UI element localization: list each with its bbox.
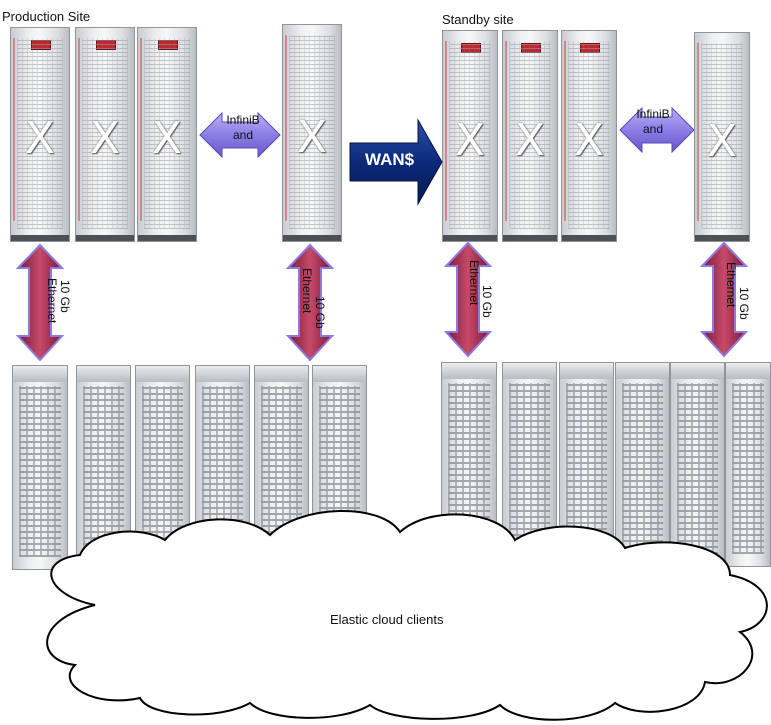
exalogic-rack: X bbox=[694, 32, 750, 242]
ethernet-arrow-1 bbox=[15, 243, 65, 362]
wan-arrow bbox=[349, 118, 443, 206]
wan-label: WAN$ bbox=[365, 150, 415, 169]
storage-rack bbox=[725, 362, 771, 567]
link-type-label: Ethernet bbox=[467, 260, 481, 306]
link-type-label: Ethernet bbox=[724, 262, 738, 308]
exadata-rack: X bbox=[10, 27, 70, 242]
ethernet-arrow-4 bbox=[699, 241, 749, 358]
cloud-label: Elastic cloud clients bbox=[330, 612, 444, 627]
storage-rack bbox=[615, 362, 670, 567]
exadata-rack: X bbox=[561, 30, 617, 242]
exadata-rack: X bbox=[502, 30, 558, 242]
link-speed-label: 10 Gb bbox=[313, 296, 327, 329]
exadata-rack: X bbox=[442, 30, 498, 242]
standby-site-label: Standby site bbox=[442, 12, 514, 27]
link-type-label: Ethernet bbox=[300, 268, 314, 314]
ethernet-arrow-3 bbox=[443, 241, 493, 358]
link-speed-label: 10 Gb bbox=[737, 287, 751, 320]
infiniband-label-left: InfiniB and bbox=[226, 113, 260, 142]
link-type-label: Ethernet bbox=[45, 278, 59, 324]
link-speed-label: 10 Gb bbox=[480, 285, 494, 318]
storage-rack bbox=[670, 362, 725, 567]
cloud-shape bbox=[46, 509, 768, 721]
ethernet-arrow-2 bbox=[285, 243, 335, 362]
infiniband-arrow-right bbox=[619, 106, 695, 154]
infiniband-arrow-left bbox=[199, 111, 281, 159]
infiniband-label-right: InfiniB and bbox=[636, 107, 670, 136]
storage-rack bbox=[12, 365, 68, 570]
link-speed-label: 10 Gb bbox=[58, 280, 72, 313]
exadata-rack: X bbox=[75, 27, 135, 242]
production-site-label: Production Site bbox=[2, 9, 91, 24]
exadata-rack: X bbox=[137, 27, 197, 242]
exalogic-rack: X bbox=[282, 24, 342, 242]
